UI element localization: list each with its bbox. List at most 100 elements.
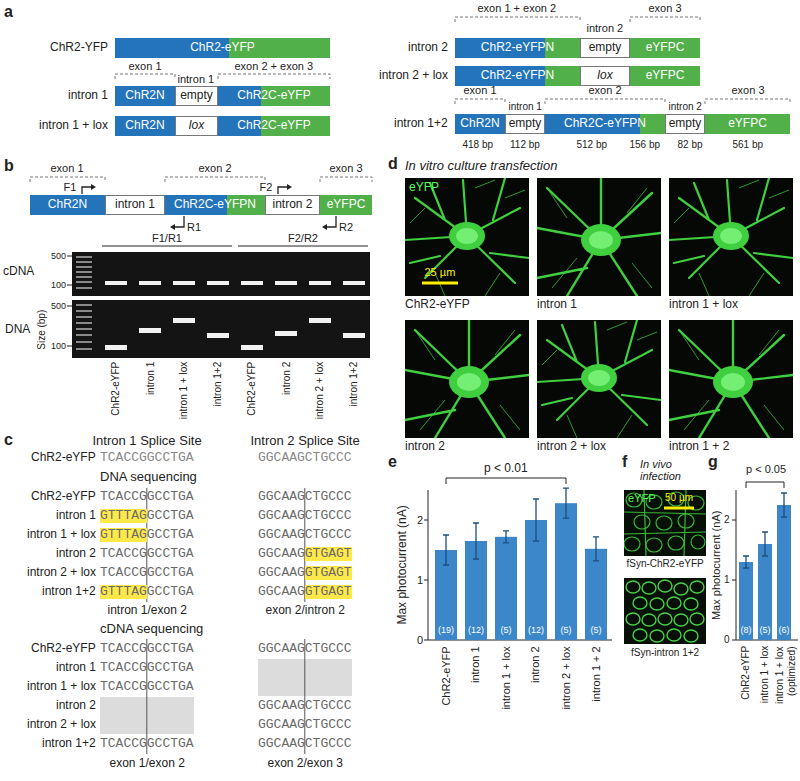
gel-image — [139, 328, 161, 333]
figure-label: Max photocurrent (nA) — [395, 505, 409, 624]
sequence-text: GGCAAG — [258, 585, 305, 600]
construct-segment: ChR2N — [115, 116, 175, 136]
figure-label: 2 — [724, 514, 730, 526]
primer-arrowhead — [170, 224, 175, 230]
figure-label: exon 2 — [589, 84, 622, 97]
sequence-text: GGCAAGCTGCCC — [258, 509, 352, 524]
construct-segment: ChR2-eYFPN — [455, 38, 580, 58]
primer-arrow — [326, 216, 336, 227]
figure-label: intron 1/exon 2 — [108, 604, 187, 618]
micrograph — [669, 178, 793, 296]
figure-label: intron 1 + lox — [500, 646, 513, 709]
figure-label: intron 2 — [669, 101, 702, 113]
sequence-text: GGCAAGCTGCCC — [258, 528, 352, 543]
primer-arrowhead — [91, 184, 96, 190]
gel-image — [275, 281, 297, 285]
figure-label: fSyn-intron 1+2 — [631, 647, 699, 659]
segment-label: ChR2C-eYFP — [237, 119, 310, 132]
sequence-text: GGCAAGCTGCCC — [258, 451, 352, 466]
figure-label: (5) — [591, 625, 602, 635]
figure-label: cDNA — [3, 265, 34, 279]
scale-bar — [422, 282, 458, 285]
panel-letter: d — [388, 155, 398, 173]
figure-label: intron 1 — [537, 298, 577, 312]
figure-label: DNA sequencing — [100, 470, 197, 485]
figure-label: Size (bp) — [36, 310, 48, 350]
bar-chart — [746, 482, 784, 488]
exon-bracket — [320, 177, 372, 182]
figure-label: intron 1+2 — [348, 362, 360, 407]
figure-label: intron 1 + lox — [669, 298, 738, 312]
figure-label: fSyn-ChR2-eYFP — [627, 558, 704, 570]
figure-label: intron 2 — [56, 699, 96, 713]
figure-label: 500 — [51, 301, 66, 311]
figure-label: 561 bp — [733, 139, 764, 151]
primer-arrowhead — [91, 184, 327, 230]
bar-chart — [732, 490, 798, 640]
figure-label: intron 1+2 — [212, 362, 224, 407]
figure-label: 1 — [417, 574, 423, 587]
figure-label: eYFP — [628, 492, 656, 505]
segment-label: ChR2C-eYFPN — [564, 117, 646, 130]
figure-label: intron 2 + lox — [314, 362, 326, 420]
figure-label: intron 1 — [145, 362, 157, 395]
sequence-text: GGCAAG — [258, 547, 305, 562]
construct-segment: empty — [175, 86, 218, 106]
figure-label: Intron 2 Splice Site — [251, 434, 360, 449]
gel-image — [67, 256, 72, 257]
gel-image — [67, 256, 72, 346]
figure-label: exon 1 — [464, 84, 497, 97]
figure-label: intron 1+2 — [42, 737, 96, 751]
sequence-text: GGCAAGCTGCCC — [258, 718, 352, 733]
figure-label: exon 2/intron 2 — [266, 604, 345, 618]
construct-segment: ChR2C-eYFPN — [165, 195, 265, 215]
figure-label: R2 — [339, 221, 353, 234]
figure-label: (8) — [741, 625, 752, 635]
figure-label: intron 2 + lox — [560, 646, 573, 709]
figure-label: 0 — [724, 634, 730, 646]
sequence-text: GTGAGT — [305, 547, 352, 562]
gel-image — [76, 310, 92, 312]
sequence-text: GGCAAGCTGCCC — [258, 737, 352, 752]
figure-label: (12) — [468, 625, 484, 635]
gel-image — [76, 271, 92, 273]
segment-label: eYFPC — [646, 41, 685, 54]
figure-label: exon 1/exon 2 — [110, 757, 185, 771]
sequence-text: GTTTAG — [100, 585, 147, 600]
figure-label: In vitro culture transfection — [405, 159, 557, 174]
figure-label: exon 1 — [51, 162, 84, 175]
gel-image — [309, 281, 331, 285]
gel-image — [67, 306, 72, 307]
primer-pair-line — [102, 246, 368, 247]
segment-label: ChR2C-eYFP — [237, 89, 310, 102]
panel-letter: a — [4, 3, 13, 21]
figure-label: exon 2 + exon 3 — [235, 60, 314, 73]
primer-pair-line — [102, 246, 232, 247]
sequence-text: TCACCGGCCTGA — [100, 566, 194, 581]
segment-label: ChR2-eYFP — [190, 41, 255, 54]
panel-letter: b — [4, 157, 14, 175]
gel-image — [76, 276, 92, 278]
exon-bracket — [115, 74, 175, 79]
construct-segment: eYFPC — [630, 38, 700, 58]
sequence-text: TCACCGGCCTGA — [100, 661, 194, 676]
figure-label: intron 1 — [178, 73, 215, 86]
figure-label: intron 2 + lox — [27, 566, 96, 580]
gel-image — [76, 328, 92, 330]
gel-image — [76, 261, 92, 263]
sequence-text: TCACCGGCCTGA — [100, 642, 194, 657]
figure-label: intron 1 — [68, 89, 108, 103]
bar-chart — [443, 488, 599, 565]
figure-label: Max photocurrent (nA) — [710, 510, 723, 619]
gel-image — [76, 341, 92, 343]
figure-label: intron 2 + lox — [537, 440, 606, 454]
figure-label: intron 1 + 2 — [669, 440, 729, 454]
segment-label: intron 2 — [272, 198, 312, 211]
sequence-text: GGCAAG — [258, 566, 305, 581]
exon-bracket — [218, 74, 330, 79]
figure-label: ChR2-eYFP — [440, 646, 453, 705]
gel-image — [76, 322, 92, 324]
figure-label: intron 1 — [509, 101, 542, 113]
figure-label: 2 — [417, 514, 423, 527]
construct-segment: eYFPC — [630, 66, 700, 86]
